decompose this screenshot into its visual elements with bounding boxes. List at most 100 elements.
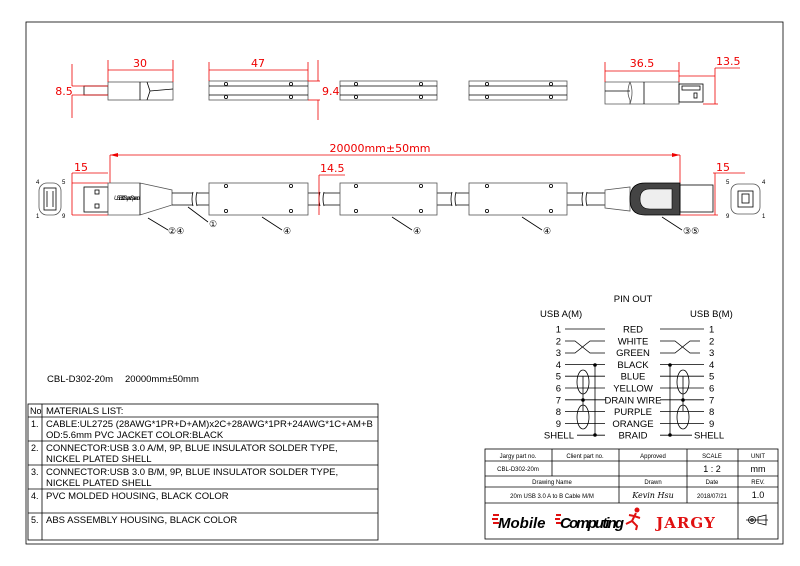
title-block: Jargy part no. Client part no. Approved … (484, 448, 779, 540)
pin-right-number: 2 (709, 336, 714, 347)
wire-color-label: BLACK (617, 360, 649, 371)
usb-b-side-view (604, 81, 704, 105)
pinout-row: 8 8 PURPLE (556, 407, 715, 418)
wire-color-label: RED (623, 325, 643, 336)
usb-a-side-view (83, 81, 174, 101)
pin-right-number: 7 (709, 395, 714, 406)
svg-text:4: 4 (36, 180, 40, 186)
svg-text:4: 4 (762, 180, 766, 186)
svg-text:5: 5 (62, 180, 66, 186)
material-no: 5. (31, 515, 39, 525)
material-desc-line2: OD:5.6mm PVC JACKET COLOR:BLACK (46, 430, 224, 441)
dimension-b-width: 15 (680, 161, 745, 216)
date-value: 2018/07/21 (697, 494, 728, 500)
callout-a-connector: ②④ (147, 217, 184, 236)
pin-left-number: 6 (556, 384, 561, 395)
approved-label: Approved (640, 454, 666, 460)
wire-color-label: PURPLE (614, 407, 652, 418)
pin-right-number: 1 (709, 325, 714, 336)
block2: ④ (413, 226, 421, 236)
material-desc-line1: PVC MOLDED HOUSING, BLACK COLOR (46, 491, 229, 502)
dim-a-height-label: 8.5 (55, 85, 73, 98)
wire-color-label: BLUE (621, 372, 646, 383)
date-label: Date (706, 480, 719, 486)
molded-block-top-1 (208, 80, 309, 101)
logo-computing: Computing (560, 515, 624, 532)
dim-a-length-label: 30 (133, 57, 147, 70)
pinout-row: 9 9 ORANGE (556, 419, 715, 430)
materials-list-table: No MATERIALS LIST: 1.CABLE:UL2725 (28AWG… (27, 403, 379, 541)
logo-mobile: Mobile (498, 515, 546, 532)
dimension-a-width: 15 (71, 161, 108, 216)
pin-left-number: 3 (556, 348, 561, 359)
material-desc-line1: ABS ASSEMBLY HOUSING, BLACK COLOR (46, 515, 237, 526)
cable-segments (172, 191, 605, 207)
unit-label: UNIT (751, 454, 765, 460)
b-connector: ③⑤ (683, 226, 699, 236)
dim-block-width-label: 14.5 (320, 162, 345, 175)
pinout-row: 3 3 GREEN (556, 348, 715, 359)
block1: ④ (283, 226, 291, 236)
dimension-a-length: 30 (107, 57, 174, 82)
dim-b-width-label: 15 (716, 161, 730, 174)
callout-cable: ① (187, 206, 217, 229)
pinout-title: PIN OUT (614, 294, 653, 305)
dim-b-length-label: 36.5 (630, 57, 655, 70)
a-connector: ②④ (168, 226, 184, 236)
jargy-logo: JARGY (654, 514, 716, 532)
pin-left-number: SHELL (544, 431, 574, 442)
drawing-name-label: Drawing Name (532, 480, 572, 486)
material-desc-line2: NICKEL PLATED SHELL (46, 478, 152, 489)
client-part-label: Client part no. (566, 454, 604, 460)
usb-a-logo-text: USB 3.0 SuperSpeed (114, 196, 141, 202)
pin-left-number: 4 (556, 360, 561, 371)
wire-color-label: GREEN (616, 348, 650, 359)
dim-block-height-label: 9.4 (322, 85, 340, 98)
pin-right-number: 3 (709, 348, 714, 359)
dimension-b-height: 13.5 (679, 55, 741, 105)
dimension-block-length: 47 (208, 57, 309, 81)
svg-text:1: 1 (36, 214, 40, 220)
pin-left-number: 8 (556, 407, 561, 418)
pin-left-number: 2 (556, 336, 561, 347)
pinout-right-header: USB B(M) (690, 309, 733, 320)
usb-b-connector (604, 182, 714, 216)
materials-row: 5. ABS ASSEMBLY HOUSING, BLACK COLOR (31, 515, 237, 526)
material-no: 3. (31, 467, 39, 477)
callout-block1: ④ (261, 216, 291, 236)
materials-title: MATERIALS LIST: (46, 406, 123, 417)
dim-a-width-label: 15 (74, 161, 88, 174)
mobile-computing-logo: Mobile Computing (492, 507, 641, 532)
pin-left-number: 1 (556, 325, 561, 336)
pin-right-number: 9 (709, 419, 714, 430)
materials-row: 1.CABLE:UL2725 (28AWG*1PR+D+AM)x2C+28AWG… (31, 419, 373, 441)
part-number-label: CBL-D302-20m (47, 374, 113, 385)
drawing-frame (25, 21, 784, 545)
part-length-label: 20000mm±50mm (125, 374, 199, 385)
dim-block-length-label: 47 (251, 57, 265, 70)
material-desc-line1: CONNECTOR:USB 3.0 A/M, 9P, BLUE INSULATO… (46, 443, 338, 454)
materials-row: 2.CONNECTOR:USB 3.0 A/M, 9P, BLUE INSULA… (31, 443, 338, 465)
svg-text:5: 5 (726, 180, 730, 186)
pin-left-number: 7 (556, 395, 561, 406)
material-no: 1. (31, 419, 39, 429)
pin-left-number: 9 (556, 419, 561, 430)
materials-row: 3.CONNECTOR:USB 3.0 B/M, 9P, BLUE INSULA… (31, 467, 338, 489)
dimension-total-length: 20000mm±50mm (109, 142, 681, 184)
pinout-row: 1 1 RED (556, 325, 715, 336)
molded-block-top-3 (468, 80, 568, 101)
dimension-block-width: 14.5 (318, 162, 345, 215)
svg-text:9: 9 (726, 214, 730, 220)
pin-right-number: 8 (709, 407, 714, 418)
usb-a-connector: USB 3.0 SuperSpeed (83, 182, 173, 216)
dimension-a-height: 8.5 (55, 64, 108, 118)
wire-color-label: ORANGE (612, 419, 653, 430)
projection-symbol-icon (746, 514, 768, 526)
pin-left-number: 5 (556, 372, 561, 383)
